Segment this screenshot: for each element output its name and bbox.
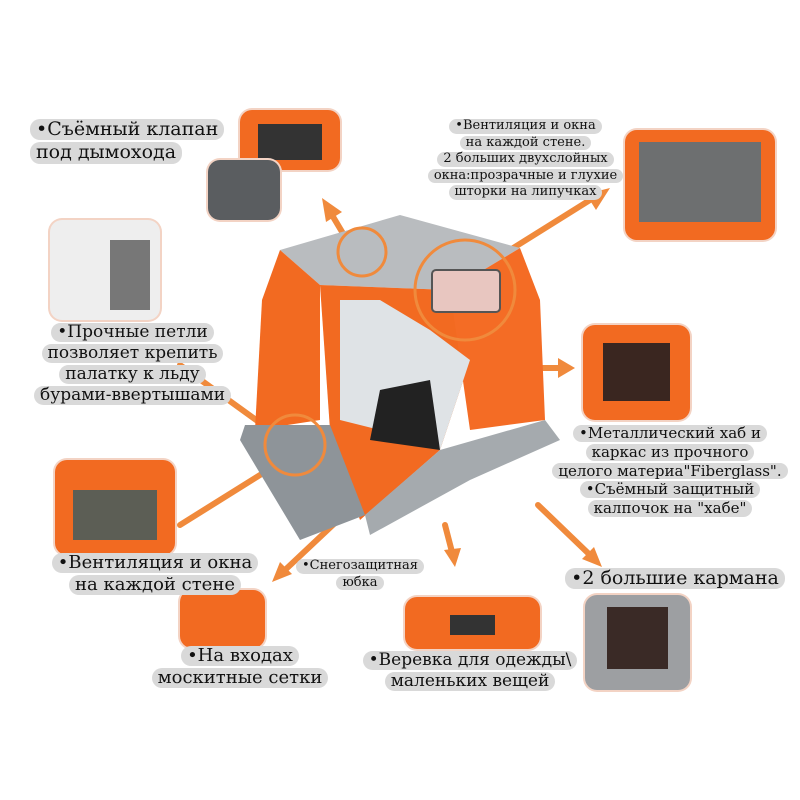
label-line: •Вентиляция и окна bbox=[449, 118, 602, 134]
tent bbox=[240, 215, 560, 540]
photo-hub bbox=[583, 325, 690, 420]
label-line: позволяет крепить bbox=[41, 343, 224, 364]
photo-chimney-cushion bbox=[208, 160, 280, 220]
label-line: москитные сетки bbox=[151, 667, 329, 689]
label-line: •Прочные петли bbox=[51, 322, 214, 343]
label-line: •Снегозащитная bbox=[295, 558, 424, 574]
label-hub: •Металлический хаб и каркас из прочного … bbox=[545, 424, 795, 518]
label-line: •Съёмный защитный bbox=[579, 481, 761, 499]
photo-loops bbox=[50, 220, 160, 320]
photo-window bbox=[625, 130, 775, 240]
label-rope: •Веревка для одежды\ маленьких вещей bbox=[350, 650, 590, 692]
photo-rope bbox=[405, 597, 540, 649]
label-line: окна:прозрачные и глухие bbox=[427, 168, 624, 184]
label-line: на каждой стене. bbox=[459, 135, 592, 151]
label-line: бурами-ввертышами bbox=[33, 386, 232, 406]
label-line: •Металлический хаб и bbox=[573, 425, 767, 442]
label-line: •2 большие кармана bbox=[565, 567, 785, 590]
label-line: •Съёмный клапан bbox=[30, 118, 225, 141]
label-pockets: •2 большие кармана bbox=[560, 567, 790, 590]
label-chimney: •Съёмный клапан под дымохода bbox=[30, 118, 240, 165]
label-mosquito: •На входах москитные сетки bbox=[145, 645, 335, 689]
label-line: целого материа"Fiberglass". bbox=[552, 462, 788, 480]
label-line: маленьких вещей bbox=[384, 671, 556, 692]
label-loops: •Прочные петли позволяет крепить палатку… bbox=[30, 322, 235, 406]
label-ventilation-bottom: •Вентиляция и окна на каждой стене bbox=[40, 552, 270, 596]
arrows bbox=[177, 188, 610, 582]
label-line: шторки на липучках bbox=[448, 185, 603, 200]
label-line: под дымохода bbox=[30, 141, 183, 164]
photo-mosquito-net bbox=[180, 590, 265, 648]
label-ventilation-top: •Вентиляция и окна на каждой стене. 2 бо… bbox=[418, 118, 633, 201]
label-line: •Вентиляция и окна bbox=[51, 552, 259, 574]
label-line: •На входах bbox=[181, 645, 299, 667]
label-line: на каждой стене bbox=[69, 574, 241, 596]
label-line: палатку к льду bbox=[59, 365, 206, 385]
label-line: 2 больших двухслойных bbox=[437, 152, 614, 167]
label-snow-skirt: •Снегозащитная юбка bbox=[290, 558, 430, 591]
label-line: юбка bbox=[336, 575, 384, 591]
label-line: калпочок на "хабе" bbox=[587, 500, 753, 517]
label-line: •Веревка для одежды\ bbox=[362, 650, 578, 671]
photo-pockets bbox=[585, 595, 690, 690]
label-line: каркас из прочного bbox=[585, 443, 755, 461]
photo-vent-window bbox=[55, 460, 175, 555]
